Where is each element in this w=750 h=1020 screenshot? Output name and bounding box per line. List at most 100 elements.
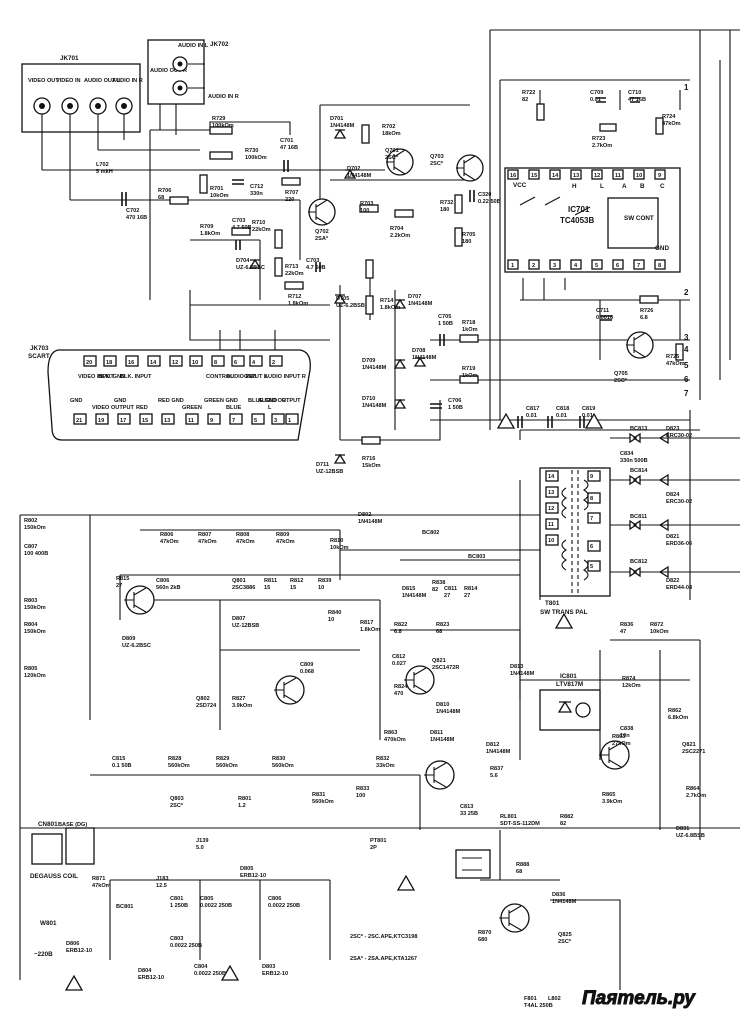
component-ref-label: R702 [382, 124, 395, 130]
t801-pin-14 [545, 470, 559, 482]
scart-pin-num: 9 [210, 418, 213, 424]
resistor-r723-icon [599, 123, 617, 132]
component-value-label: 27 [464, 593, 470, 599]
component-ref-label: R806 [160, 532, 173, 538]
component-value-label: ERB12-10 [138, 975, 164, 981]
jk702-connector: JK702 AUDIO IN L AUDIO OUT R AUDIO IN R [147, 39, 239, 135]
component-ref-label: D803 [262, 964, 275, 970]
scart-pin-label: VIDEO OUTPUT [92, 405, 135, 411]
scart-pin-8 [211, 355, 225, 367]
component-value-label: ERC30-02 [666, 433, 692, 439]
component-value-label: ERB12-10 [240, 873, 266, 879]
t801-pin-num: 5 [590, 564, 593, 570]
cn801-label: CN801 [38, 821, 58, 828]
t801-pin-9 [587, 470, 601, 482]
resistor-r703-icon [359, 204, 379, 213]
component-ref-label: R809 [276, 532, 289, 538]
component-value-label: 180 [462, 239, 471, 245]
component-ref-label: C815 [112, 756, 125, 762]
component-ref-label: R865 [602, 792, 615, 798]
component-ref-label: R814 [464, 586, 478, 592]
t801-pin-num: 10 [548, 538, 554, 544]
component-ref-label: C834 [620, 451, 634, 457]
component-ref-label: D813 [510, 664, 523, 670]
component-value-label: 330n [250, 191, 263, 197]
component-value-label: 22kOm [285, 271, 304, 277]
component-value-label: ERB12-10 [262, 971, 288, 977]
component-ref-label: C710 [628, 90, 641, 96]
component-value-label: 1N4148M [358, 519, 383, 525]
bead-bc812-icon [629, 566, 641, 578]
scart-pin-num: 5 [254, 418, 257, 424]
scart-pin-18 [103, 355, 117, 367]
ic701-sw-cont-block [607, 197, 659, 249]
component-value-label: 0.0022 250B [170, 943, 202, 949]
component-value-label: 10 [318, 585, 324, 591]
component-value-label: 470kOm [384, 737, 406, 743]
component-ref-label: C702 [126, 208, 139, 214]
component-ref-label: Q802 [196, 696, 210, 702]
component-ref-label: R716 [362, 456, 375, 462]
component-ref-label: C320 [478, 192, 491, 198]
component-ref-label: R864 [686, 786, 700, 792]
component-ref-label: C817 [526, 406, 539, 412]
scart-pin-6 [231, 355, 245, 367]
scart-pin-num: 21 [76, 418, 82, 424]
t801-pin-8 [587, 492, 601, 504]
component-ref-label: R828 [168, 756, 181, 762]
t801-pin-num: 14 [548, 474, 555, 480]
component-ref-label: R872 [650, 622, 663, 628]
scart-pin-13 [161, 413, 175, 425]
svg-text:6: 6 [616, 263, 619, 269]
component-value-label: 47 16B [628, 97, 646, 103]
scart-pin-4 [249, 355, 263, 367]
jk701-audio-in-label: AUDIO IN R [112, 78, 143, 84]
scart-pin-label: BLK. GND [98, 374, 125, 380]
component-value-label: 560kOm [312, 799, 334, 805]
component-value-label: SDT-SS-112DM [500, 821, 540, 827]
component-ref-label: C819 [582, 406, 595, 412]
component-ref-label: C812 [392, 654, 405, 660]
component-value-label: 1 50B [448, 405, 463, 411]
base-label: BASE (DG) [58, 822, 87, 828]
component-ref-label: R705 [462, 232, 475, 238]
scart-pin-16 [125, 355, 139, 367]
component-ref-label: D815 [402, 586, 415, 592]
component-ref-label: C813 [460, 804, 473, 810]
component-value-label: 5.6 [490, 773, 498, 779]
component-value-label: 0.0022 250B [268, 903, 300, 909]
component-value-label: 82 [522, 97, 528, 103]
capacitor-c711-icon [600, 315, 612, 321]
component-ref-label: R802 [24, 518, 37, 524]
t801-pin-5 [587, 560, 601, 572]
component-ref-label: R871 [92, 876, 105, 882]
bead-bc814-icon [629, 474, 641, 486]
notes: 2SC* - 2SC.APE,KTC3198 2SA* - 2SA.APE,KT… [350, 934, 417, 962]
resistor-r719-icon [459, 375, 479, 384]
resistor-r713b-icon [365, 259, 374, 279]
resistor-r701-icon [199, 174, 208, 194]
diode-d708-icon [413, 356, 427, 367]
component-ref-label: C838 [620, 726, 633, 732]
component-value-label: 4.7 50B [306, 265, 326, 271]
ic701: IC701 TC4053B SW CONT VCC GND H L A B C … [504, 167, 681, 300]
capacitor-c703a-icon [235, 240, 241, 250]
component-ref-label: R725 [666, 354, 679, 360]
svg-text:13: 13 [573, 173, 579, 179]
scart-pin-num: 13 [164, 418, 170, 424]
component-ref-label: R840 [328, 610, 341, 616]
component-ref-label: L802 [548, 996, 561, 1002]
t801-pin-num: 6 [590, 544, 593, 550]
component-value-label: 3.9kOm [232, 703, 252, 709]
t801-pin-12 [545, 502, 559, 514]
scart-pin-label: L [268, 405, 272, 411]
component-value-label: 100kOm [245, 155, 267, 161]
ic701-ch-h: H [572, 183, 577, 190]
component-ref-label: R714 [380, 298, 394, 304]
t801-ref: T801 [545, 600, 560, 607]
component-value-label: 0.01 [556, 413, 567, 419]
capacitor-c710-icon [630, 97, 640, 103]
component-ref-label: C807 [24, 544, 37, 550]
component-value-label: 0.01 [590, 97, 601, 103]
jk703-audio-output: AUDIO OUTPUT [258, 398, 301, 404]
